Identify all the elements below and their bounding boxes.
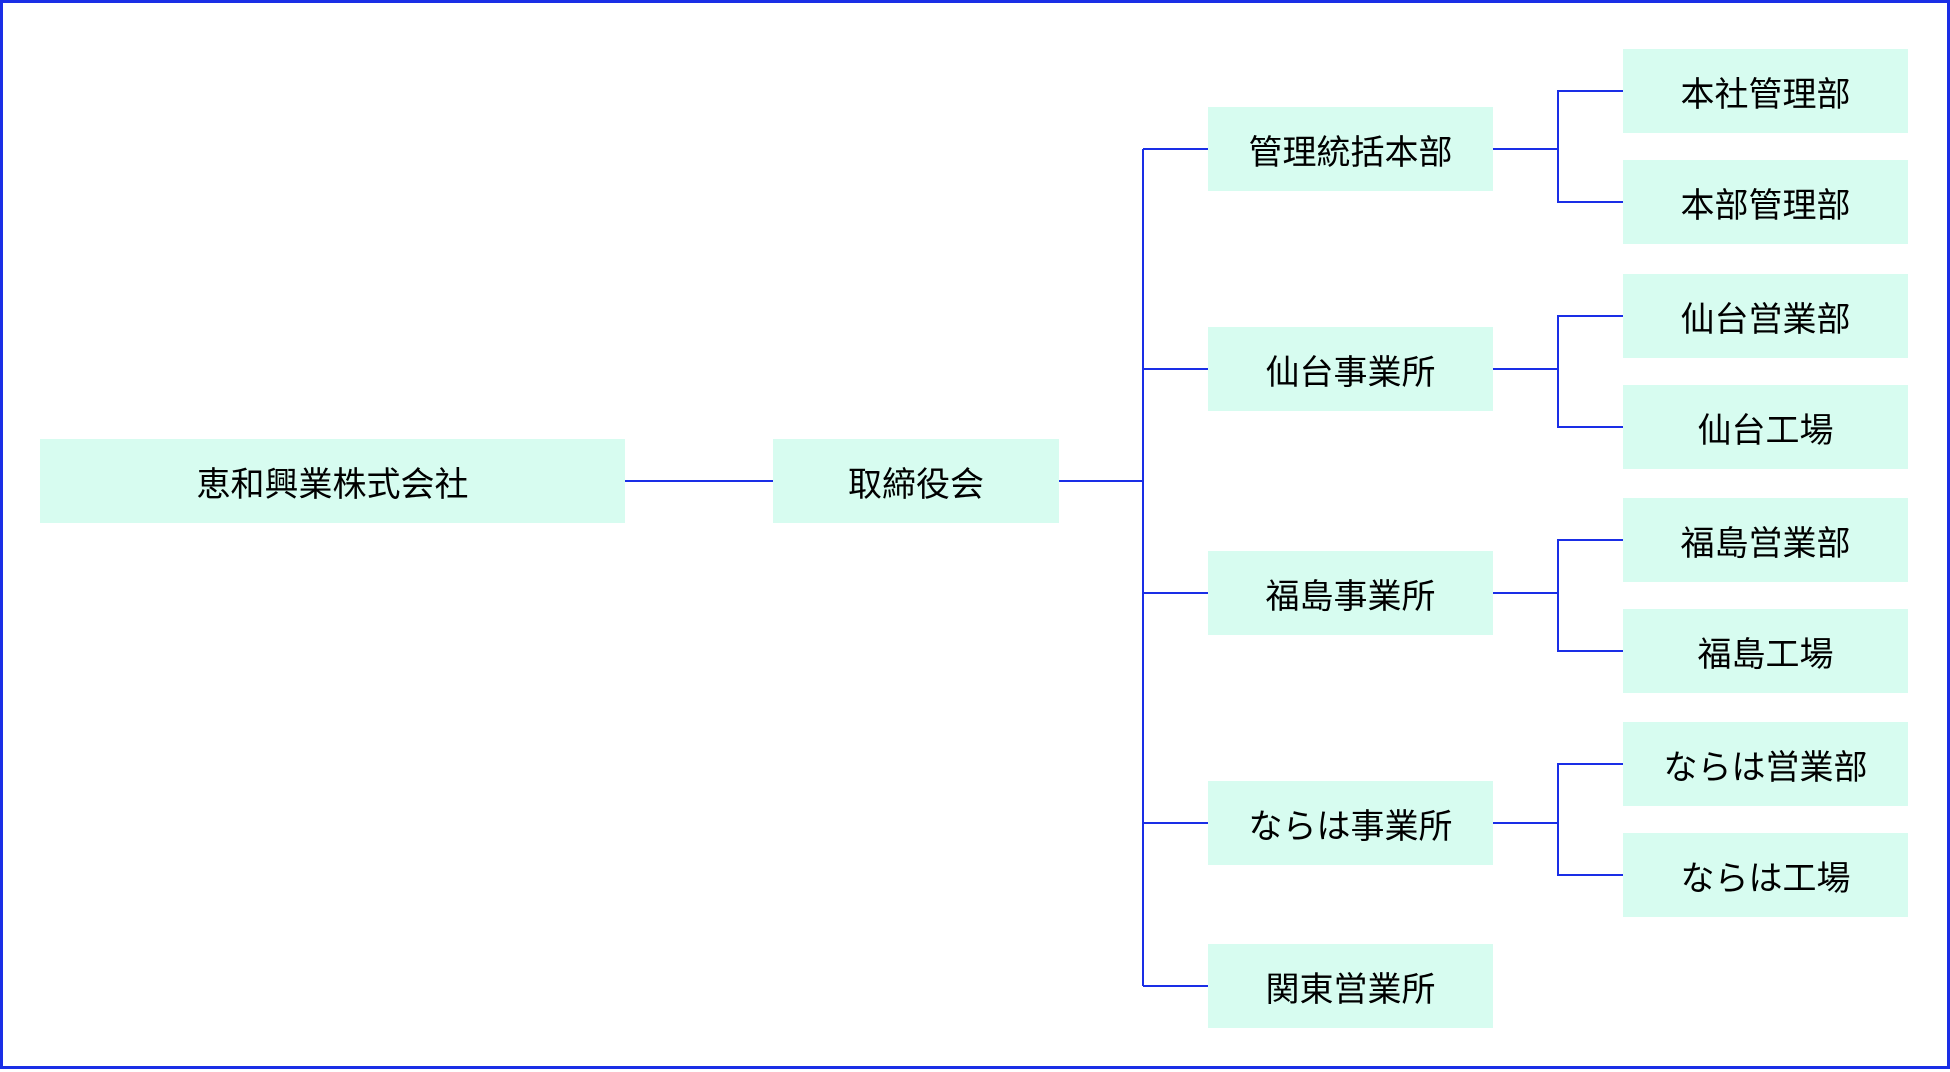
node-head-office-admin-dept: 本社管理部 bbox=[1623, 49, 1908, 133]
node-admin-headquarters: 管理統括本部 bbox=[1208, 107, 1493, 191]
node-sendai-factory: 仙台工場 bbox=[1623, 385, 1908, 469]
node-naraha-factory: ならは工場 bbox=[1623, 833, 1908, 917]
node-sendai-sales-dept: 仙台営業部 bbox=[1623, 274, 1908, 358]
node-company: 恵和興業株式会社 bbox=[40, 439, 625, 523]
connector-sendai-fork bbox=[1557, 315, 1623, 428]
node-naraha-sales-dept: ならは営業部 bbox=[1623, 722, 1908, 806]
node-fukushima-office: 福島事業所 bbox=[1208, 551, 1493, 635]
node-naraha-office: ならは事業所 bbox=[1208, 781, 1493, 865]
node-kanto-sales-office: 関東営業所 bbox=[1208, 944, 1493, 1028]
connector-naraha-fork bbox=[1557, 763, 1623, 876]
connector-lines bbox=[625, 90, 1623, 987]
connector-fukushima-fork bbox=[1557, 539, 1623, 652]
node-hq-admin-dept: 本部管理部 bbox=[1623, 160, 1908, 244]
node-fukushima-factory: 福島工場 bbox=[1623, 609, 1908, 693]
connector-admin-hq-fork bbox=[1557, 90, 1623, 203]
node-board-of-directors: 取締役会 bbox=[773, 439, 1059, 523]
node-sendai-office: 仙台事業所 bbox=[1208, 327, 1493, 411]
node-fukushima-sales-dept: 福島営業部 bbox=[1623, 498, 1908, 582]
